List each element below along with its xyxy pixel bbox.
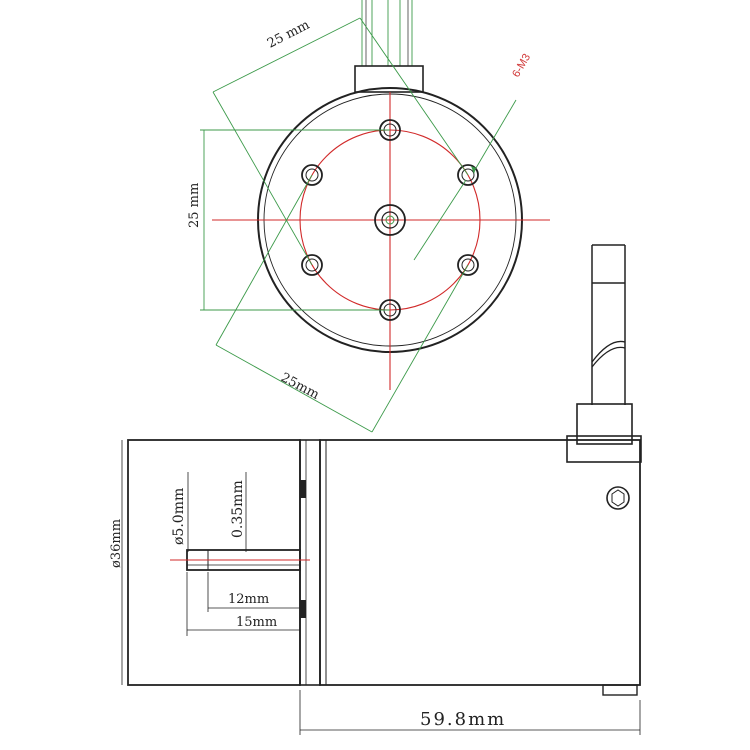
shaft-length-inner-label: 12mm xyxy=(228,592,269,607)
front-bell xyxy=(127,439,301,686)
shaft-length-outer-label: 15mm xyxy=(236,615,277,630)
front-view: 6-M3 25 mm 25 mm 25mm xyxy=(187,0,550,433)
body-length-label: 59.8mm xyxy=(420,709,506,730)
side-dimension-lines xyxy=(121,440,641,735)
mounting-hole xyxy=(301,254,323,276)
wire-bundle-top xyxy=(354,0,424,93)
mounting-hole xyxy=(457,164,479,186)
mounting-hole xyxy=(301,164,323,186)
mounting-holes xyxy=(301,119,479,321)
hole-spec-label: 6-M3 xyxy=(510,52,533,80)
dim-top-diagonal-label: 25 mm xyxy=(265,18,312,52)
mounting-hole xyxy=(457,254,479,276)
output-shaft xyxy=(170,549,310,571)
side-cable xyxy=(566,244,642,463)
dim-left-vertical-label: 25 mm xyxy=(187,183,202,228)
shaft-diameter-label: ø5.0mm xyxy=(171,488,187,545)
side-screw xyxy=(606,486,630,510)
motor-can xyxy=(319,439,641,686)
shaft-flat-label: 0.35mm xyxy=(230,480,246,538)
front-dimension-lines xyxy=(200,17,517,433)
side-view: ø36mm ø5.0mm 0.35mm 12mm 15mm 59.8mm xyxy=(109,244,642,735)
body-diameter-label: ø36mm xyxy=(109,519,124,568)
dim-bottom-diagonal-label: 25mm xyxy=(278,370,321,403)
center-shaft xyxy=(374,204,406,236)
